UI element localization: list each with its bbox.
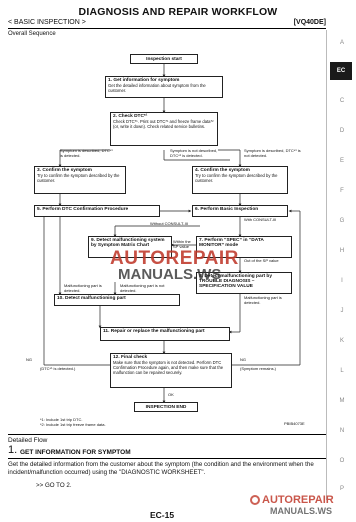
ng-left-note: (DTC*¹ is detected.) bbox=[40, 366, 76, 371]
side-tab-h[interactable]: H bbox=[339, 248, 345, 254]
flow-step-6: 6. Perform Basic Inspection bbox=[192, 205, 288, 217]
ok-label: OK bbox=[168, 392, 174, 397]
side-tab-m[interactable]: M bbox=[339, 398, 345, 404]
section-label: < BASIC INSPECTION > bbox=[8, 19, 86, 26]
model-code: [VQ40DE] bbox=[293, 19, 326, 26]
side-tab-p[interactable]: P bbox=[339, 486, 344, 492]
flow-step-4-body: Try to confirm the symptom described by … bbox=[195, 173, 278, 183]
flow-step-12-title: 12. Final check bbox=[113, 355, 148, 360]
side-tab-g[interactable]: G bbox=[339, 218, 345, 224]
footnote-2: *2: Include 1st trip freeze frame data. bbox=[40, 422, 106, 427]
flow-step-3-body: Try to confirm the symptom described by … bbox=[37, 173, 120, 183]
goto-link[interactable]: >> GO TO 2. bbox=[36, 482, 72, 489]
without-consult-note: Without CONSULT-III bbox=[150, 221, 188, 226]
flow-step-1: 1. Get information for symptom Get the d… bbox=[105, 76, 223, 98]
flow-step-2-title: 2. Check DTC*¹ bbox=[113, 114, 148, 119]
flow-step-9: 9. Detect malfunctioning system by Sympt… bbox=[88, 236, 172, 258]
header-divider bbox=[8, 28, 326, 29]
detail-step-title: GET INFORMATION FOR SYMPTOM bbox=[20, 449, 131, 456]
flow-step-7: 7. Perform “SPEC” in “DATA MONITOR” mode bbox=[196, 236, 292, 258]
flow-step-2-body: Check DTC*¹. Print out DTC*¹ and freeze … bbox=[113, 119, 214, 129]
side-tab-o[interactable]: O bbox=[339, 458, 345, 464]
with-consult-note: With CONSULT-III bbox=[244, 217, 277, 222]
flow-step-4-title: 4. Confirm the symptom bbox=[195, 168, 250, 173]
watermark-logo-icon bbox=[250, 495, 260, 505]
part-not-detected-note: Malfunctioning part is not detected. bbox=[120, 283, 165, 293]
detail-text: Get the detailed information from the cu… bbox=[8, 461, 314, 476]
page-title: DIAGNOSIS AND REPAIR WORKFLOW bbox=[78, 6, 278, 18]
watermark-line-1: AUTOREPAIR bbox=[110, 248, 239, 269]
figure-code: PBIB4073E bbox=[284, 421, 305, 426]
side-tab-i[interactable]: I bbox=[341, 278, 343, 284]
side-tab-ec[interactable]: EC bbox=[330, 62, 352, 80]
side-divider bbox=[326, 30, 327, 500]
side-tab-j[interactable]: J bbox=[340, 308, 344, 314]
branch-nodtc-note: Symptom is described, DTC*¹ is not detec… bbox=[244, 148, 301, 158]
flow-start: Inspection start bbox=[130, 54, 198, 64]
ng-left-label: NG bbox=[26, 357, 32, 362]
side-tab-d[interactable]: D bbox=[339, 128, 345, 134]
flow-step-11: 11. Repair or replace the malfunctioning… bbox=[100, 327, 230, 341]
part-detected-right-note: Malfunctioning part is detected. bbox=[244, 295, 282, 305]
watermark-bottom-line-1: AUTOREPAIR bbox=[262, 494, 334, 506]
flow-step-12: 12. Final check Make sure that the sympt… bbox=[110, 353, 232, 388]
flow-end: INSPECTION END bbox=[134, 402, 198, 412]
side-tab-e[interactable]: E bbox=[339, 158, 344, 164]
detail-heading: Detailed Flow bbox=[8, 437, 48, 444]
flow-step-1-title: 1. Get information for symptom bbox=[108, 78, 180, 83]
side-tab-f[interactable]: F bbox=[340, 188, 344, 194]
flow-step-4: 4. Confirm the symptom Try to confirm th… bbox=[192, 166, 288, 194]
flow-step-3-title: 3. Confirm the symptom bbox=[37, 168, 92, 173]
footnote-1: *1: Include 1st trip DTC. bbox=[40, 417, 83, 422]
side-tab-a[interactable]: A bbox=[339, 40, 344, 46]
within-sv-note: Within the SP value bbox=[173, 239, 191, 249]
ng-right-note: (Symptom remains.) bbox=[240, 366, 277, 371]
watermark-bottom-line-2: MANUALS.WS bbox=[270, 506, 332, 516]
flow-step-8: 8. Detect malfunctioning part by TROUBLE… bbox=[196, 272, 292, 294]
branch-right-note: Symptom is not described, DTC*¹ is detec… bbox=[170, 148, 218, 158]
flow-step-3: 3. Confirm the symptom Try to confirm th… bbox=[34, 166, 126, 194]
side-tab-n[interactable]: N bbox=[339, 428, 345, 434]
branch-left-note: Symptom is described, DTC*¹ is detected. bbox=[60, 148, 113, 158]
flow-step-12-body: Make sure that the symptom is not detect… bbox=[113, 360, 224, 375]
watermark-line-2: MANUALS.WS bbox=[118, 266, 222, 283]
page-number: EC-15 bbox=[150, 510, 175, 520]
flow-step-10: 10. Detect malfunctioning part bbox=[54, 294, 180, 306]
side-tab-k[interactable]: K bbox=[339, 338, 344, 344]
side-tab-l[interactable]: L bbox=[340, 368, 344, 374]
side-tab-c[interactable]: C bbox=[339, 98, 345, 104]
subtitle: Overall Sequence bbox=[8, 31, 56, 37]
flow-step-2: 2. Check DTC*¹ Check DTC*¹. Print out DT… bbox=[110, 112, 218, 146]
detail-title-rule bbox=[8, 458, 326, 459]
part-detected-note: Malfunctioning part is detected. bbox=[64, 283, 102, 293]
detail-step-number: 1. bbox=[8, 444, 18, 456]
flow-step-1-body: Get the detailed information about sympt… bbox=[108, 83, 206, 93]
flow-step-5: 5. Perform DTC Confirmation Procedure bbox=[34, 205, 160, 217]
ng-right-label: NG bbox=[240, 357, 246, 362]
out-sv-note: Out of the SP value bbox=[244, 258, 279, 263]
detail-divider bbox=[8, 434, 326, 435]
